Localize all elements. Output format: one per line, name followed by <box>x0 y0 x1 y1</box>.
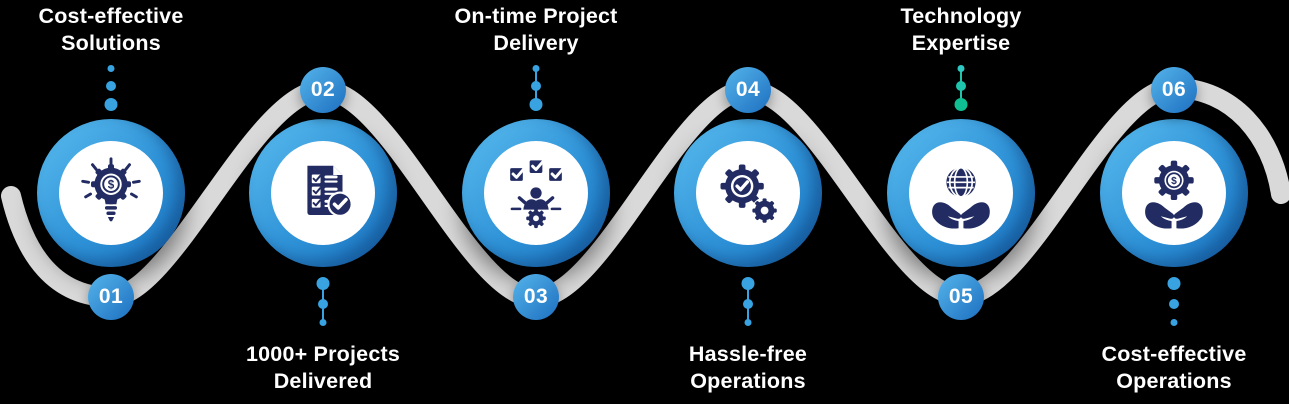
step-label: Cost-effective Operations <box>1064 341 1284 395</box>
step-label-line2: Operations <box>1116 369 1232 393</box>
connector-dot <box>532 64 540 72</box>
step-circle: $ <box>1100 119 1248 267</box>
step-label-line1: Cost-effective <box>1101 342 1247 366</box>
connector-dot <box>104 97 118 111</box>
lightbulb-gear-dollar-icon: $ <box>81 157 141 222</box>
hands-holding-globe-icon <box>932 166 990 229</box>
step-label: Cost-effective Solutions <box>1 3 221 57</box>
step-label-line1: 1000+ Projects <box>245 342 400 366</box>
step-label-line2: Delivered <box>273 369 373 393</box>
connector-dot <box>319 318 327 326</box>
step-label: 1000+ Projects Delivered <box>213 341 433 395</box>
step-label-line2: Expertise <box>911 31 1011 55</box>
step-5: Technology Expertise <box>851 0 1071 404</box>
connector-dot <box>1170 318 1178 326</box>
step-circle <box>674 119 822 267</box>
step-circle <box>462 119 610 267</box>
step-number-badge: 06 <box>1151 67 1197 113</box>
svg-text:$: $ <box>108 179 115 192</box>
step-1: Cost-effective Solutions <box>1 0 221 404</box>
connector-dot <box>957 64 965 72</box>
step-label-line1: Hassle-free <box>688 342 808 366</box>
connector-dot <box>741 276 755 290</box>
svg-text:$: $ <box>1171 176 1177 187</box>
step-3: On-time Project Delivery <box>426 0 646 404</box>
step-label: Hassle-free Operations <box>638 341 858 395</box>
connector-dot <box>954 97 968 111</box>
checklist-document-icon <box>307 165 353 217</box>
step-number-badge: 01 <box>88 274 134 320</box>
double-gear-check-icon <box>720 164 778 224</box>
step-label-line1: On-time Project <box>454 4 618 28</box>
connector-dot <box>316 276 330 290</box>
hands-holding-gear-dollar-icon: $ <box>1145 160 1203 229</box>
step-label: On-time Project Delivery <box>426 3 646 57</box>
step-label-line2: Operations <box>690 369 806 393</box>
connector-dot <box>106 81 116 91</box>
connector-dot <box>1167 276 1181 290</box>
step-label: Technology Expertise <box>851 3 1071 57</box>
step-2: 02 <box>213 0 433 404</box>
step-label-line1: Cost-effective <box>38 4 184 28</box>
connector-dot <box>744 318 752 326</box>
connector-dot <box>956 81 966 91</box>
step-circle <box>249 119 397 267</box>
connector-dot <box>529 97 543 111</box>
connector-dot <box>531 81 541 91</box>
connector-dot <box>107 64 115 72</box>
connector-dot <box>318 299 328 309</box>
step-number-badge: 04 <box>725 67 771 113</box>
step-label-line2: Delivery <box>493 31 579 55</box>
connector-dot <box>1169 299 1179 309</box>
connector-dot <box>743 299 753 309</box>
step-circle <box>887 119 1035 267</box>
step-label-line2: Solutions <box>61 31 161 55</box>
task-delegation-gear-icon <box>510 160 564 229</box>
step-4: 04 <box>638 0 858 404</box>
step-number-badge: 03 <box>513 274 559 320</box>
step-6: 06 $ <box>1064 0 1284 404</box>
step-number-badge: 05 <box>938 274 984 320</box>
step-circle: $ <box>37 119 185 267</box>
step-label-line1: Technology <box>900 4 1022 28</box>
step-number-badge: 02 <box>300 67 346 113</box>
